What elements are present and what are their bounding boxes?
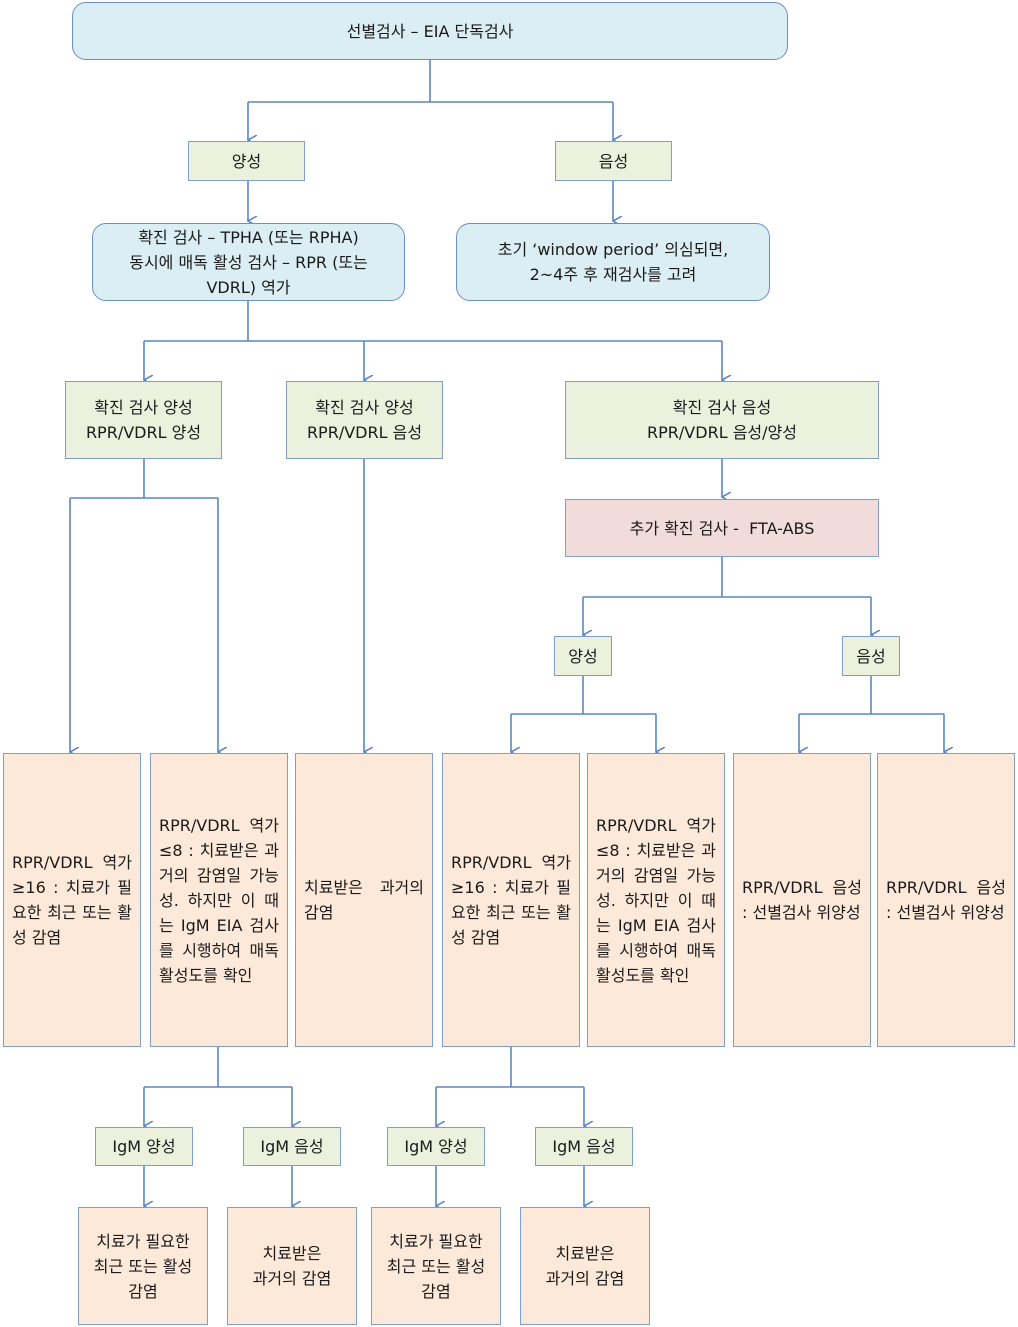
igm-negative-left-label: IgM 음성 [260,1137,324,1156]
confirm-result-a-label: 확진 검사 양성 RPR/VDRL 양성 [85,398,202,442]
screening-positive-label: 양성 [231,151,262,171]
result-r5-box: RPR/VDRL 역가 ≤8 : 치료받은 과거의 감염일 가능성. 하지만 이… [587,753,725,1047]
confirm-result-b-label: 확진 검사 양성 RPR/VDRL 음성 [306,398,423,442]
connector-screen-split [248,60,613,103]
fta-abs-label: 추가 확진 검사 - FTA-ABS [629,518,815,538]
bottom-b1-box: 치료가 필요한 최근 또는 활성 감염 [78,1207,208,1325]
screening-positive-box: 양성 [188,141,305,181]
connector-fta-split [583,557,871,598]
confirmatory-test-box: 확진 검사 – TPHA (또는 RPHA) 동시에 매독 활성 검사 – RP… [92,223,405,301]
screening-test-box: 선별검사 – EIA 단독검사 [72,2,788,60]
bottom-b3-label: 치료가 필요한 최근 또는 활성 감염 [386,1231,486,1301]
result-r6-box: RPR/VDRL 음성 : 선별검사 위양성 [733,753,871,1047]
result-r3-label: 치료받은 과거의 감염 [304,878,424,922]
result-r1-box: RPR/VDRL 역가 ≥16 : 치료가 필요한 최근 또는 활성 감염 [3,753,141,1047]
result-r7-box: RPR/VDRL 음성 : 선별검사 위양성 [877,753,1015,1047]
fta-positive-box: 양성 [554,636,612,676]
confirm-result-a-box: 확진 검사 양성 RPR/VDRL 양성 [65,381,222,459]
igm-positive-right-box: IgM 양성 [387,1127,485,1166]
igm-positive-left-label: IgM 양성 [112,1137,176,1156]
igm-positive-left-box: IgM 양성 [95,1127,193,1166]
result-r5-label: RPR/VDRL 역가 ≤8 : 치료받은 과거의 감염일 가능성. 하지만 이… [596,815,716,985]
confirm-result-b-box: 확진 검사 양성 RPR/VDRL 음성 [286,381,443,459]
result-r4-label: RPR/VDRL 역가 ≥16 : 치료가 필요한 최근 또는 활성 감염 [451,853,571,947]
screening-test-label: 선별검사 – EIA 단독검사 [346,21,514,41]
connector-a-split [70,459,218,499]
bottom-b4-label: 치료받은 과거의 감염 [545,1244,625,1288]
result-r4-box: RPR/VDRL 역가 ≥16 : 치료가 필요한 최근 또는 활성 감염 [442,753,580,1047]
bottom-b2-box: 치료받은 과거의 감염 [227,1207,357,1325]
connector-fneg-split [799,676,944,715]
igm-negative-right-box: IgM 음성 [535,1127,633,1166]
fta-positive-label: 양성 [568,646,598,666]
screening-negative-label: 음성 [598,151,629,171]
igm-negative-left-box: IgM 음성 [243,1127,341,1166]
igm-positive-right-label: IgM 양성 [404,1137,468,1156]
igm-negative-right-label: IgM 음성 [552,1137,616,1156]
result-r3-box: 치료받은 과거의 감염 [295,753,433,1047]
connector-r4-split [436,1047,584,1088]
connector-confirm-split [144,301,722,342]
screening-negative-box: 음성 [555,141,672,181]
fta-negative-label: 음성 [856,646,886,666]
result-r7-label: RPR/VDRL 음성 : 선별검사 위양성 [886,878,1006,922]
connector-r2-split [144,1047,292,1088]
connector-fpos-split [511,676,656,715]
bottom-b3-box: 치료가 필요한 최근 또는 활성 감염 [371,1207,501,1325]
confirm-result-c-box: 확진 검사 음성 RPR/VDRL 음성/양성 [565,381,879,459]
result-r1-label: RPR/VDRL 역가 ≥16 : 치료가 필요한 최근 또는 활성 감염 [12,853,132,947]
window-period-box: 초기 ‘window period’ 의심되면, 2~4주 후 재검사를 고려 [456,223,770,301]
bottom-b1-label: 치료가 필요한 최근 또는 활성 감염 [93,1231,193,1301]
fta-abs-box: 추가 확진 검사 - FTA-ABS [565,499,879,557]
result-r2-box: RPR/VDRL 역가 ≤8 : 치료받은 과거의 감염일 가능성. 하지만 이… [150,753,288,1047]
window-period-label: 초기 ‘window period’ 의심되면, 2~4주 후 재검사를 고려 [497,240,729,284]
confirmatory-test-label: 확진 검사 – TPHA (또는 RPHA) 동시에 매독 활성 검사 – RP… [129,227,368,297]
confirm-result-c-label: 확진 검사 음성 RPR/VDRL 음성/양성 [647,398,797,442]
bottom-b2-label: 치료받은 과거의 감염 [252,1244,332,1288]
result-r6-label: RPR/VDRL 음성 : 선별검사 위양성 [742,878,862,922]
fta-negative-box: 음성 [842,636,900,676]
bottom-b4-box: 치료받은 과거의 감염 [520,1207,650,1325]
result-r2-label: RPR/VDRL 역가 ≤8 : 치료받은 과거의 감염일 가능성. 하지만 이… [159,815,279,985]
